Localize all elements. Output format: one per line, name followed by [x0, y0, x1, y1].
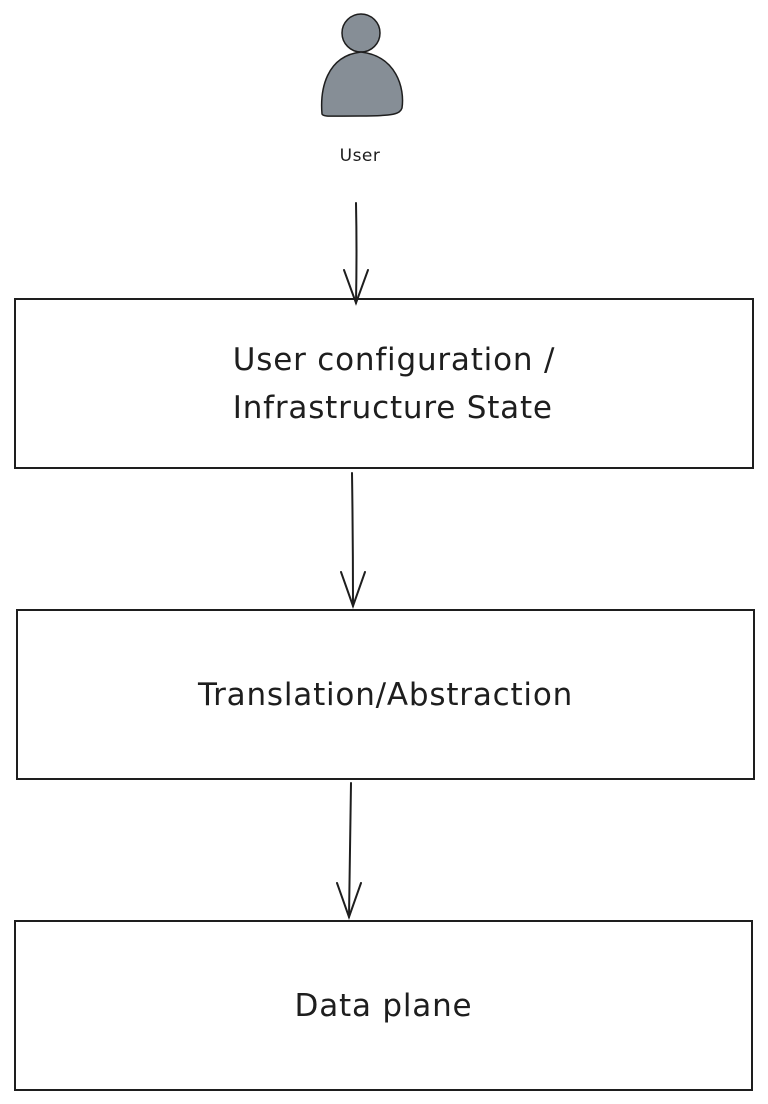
user-label: User — [339, 146, 381, 166]
arrow-translation-to-data — [336, 782, 362, 921]
translation-abstraction-box: Translation/Abstraction — [16, 609, 755, 780]
data-plane-label: Data plane — [294, 987, 473, 1024]
user-icon — [320, 13, 404, 117]
arrow-user-to-config — [343, 202, 369, 306]
data-plane-box: Data plane — [14, 920, 753, 1091]
user-configuration-label: User configuration / Infrastructure Stat… — [232, 341, 556, 426]
translation-abstraction-label: Translation/Abstraction — [197, 676, 574, 713]
user-configuration-box: User configuration / Infrastructure Stat… — [14, 298, 754, 469]
arrow-config-to-translation — [340, 472, 366, 610]
